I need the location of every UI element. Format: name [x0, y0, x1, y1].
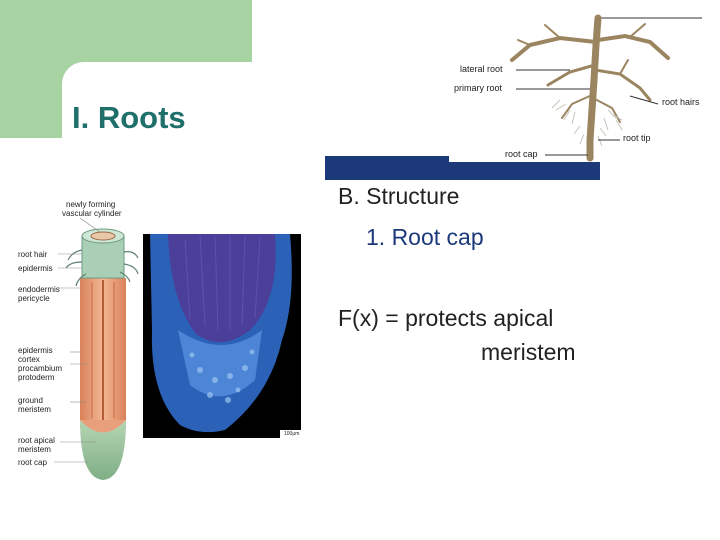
label-root-apical: root apical	[18, 436, 55, 445]
label-ground-meristem: meristem	[18, 405, 51, 414]
label-apical-meristem: meristem	[18, 445, 51, 454]
decorative-bar	[325, 162, 600, 180]
function-line-1: F(x) = protects apical	[338, 305, 554, 331]
decorative-bar-upper	[325, 156, 449, 162]
slide-title: I. Roots	[72, 100, 186, 135]
label-epidermis-top: epidermis	[18, 264, 53, 273]
label-epidermis: epidermis	[18, 346, 53, 355]
label-endodermis: endodermis	[18, 285, 60, 294]
label-root-cap: root cap	[18, 458, 47, 467]
decorative-white-panel	[62, 62, 362, 182]
label-vascular-cylinder: vascular cylinder	[62, 209, 122, 218]
label-cortex: cortex	[18, 355, 40, 364]
label-procambium: procambium	[18, 364, 63, 373]
label-lateral-root: lateral root	[460, 64, 503, 74]
label-newly-forming: newly forming	[66, 200, 116, 209]
heading-structure: B. Structure	[338, 183, 460, 209]
item-root-cap: 1. Root cap	[366, 224, 484, 250]
label-protoderm: protoderm	[18, 373, 55, 382]
label-primary-root: primary root	[454, 83, 503, 93]
label-pericycle: pericycle	[18, 294, 50, 303]
label-root-hair: root hair	[18, 250, 48, 259]
label-ground: ground	[18, 396, 43, 405]
scale-bar-label: 100μm	[284, 431, 300, 437]
function-line-2: meristem	[481, 339, 576, 365]
label-root-hairs: root hairs	[662, 97, 700, 107]
label-root-tip: root tip	[623, 133, 651, 143]
label-root-cap-top: root cap	[505, 149, 538, 159]
